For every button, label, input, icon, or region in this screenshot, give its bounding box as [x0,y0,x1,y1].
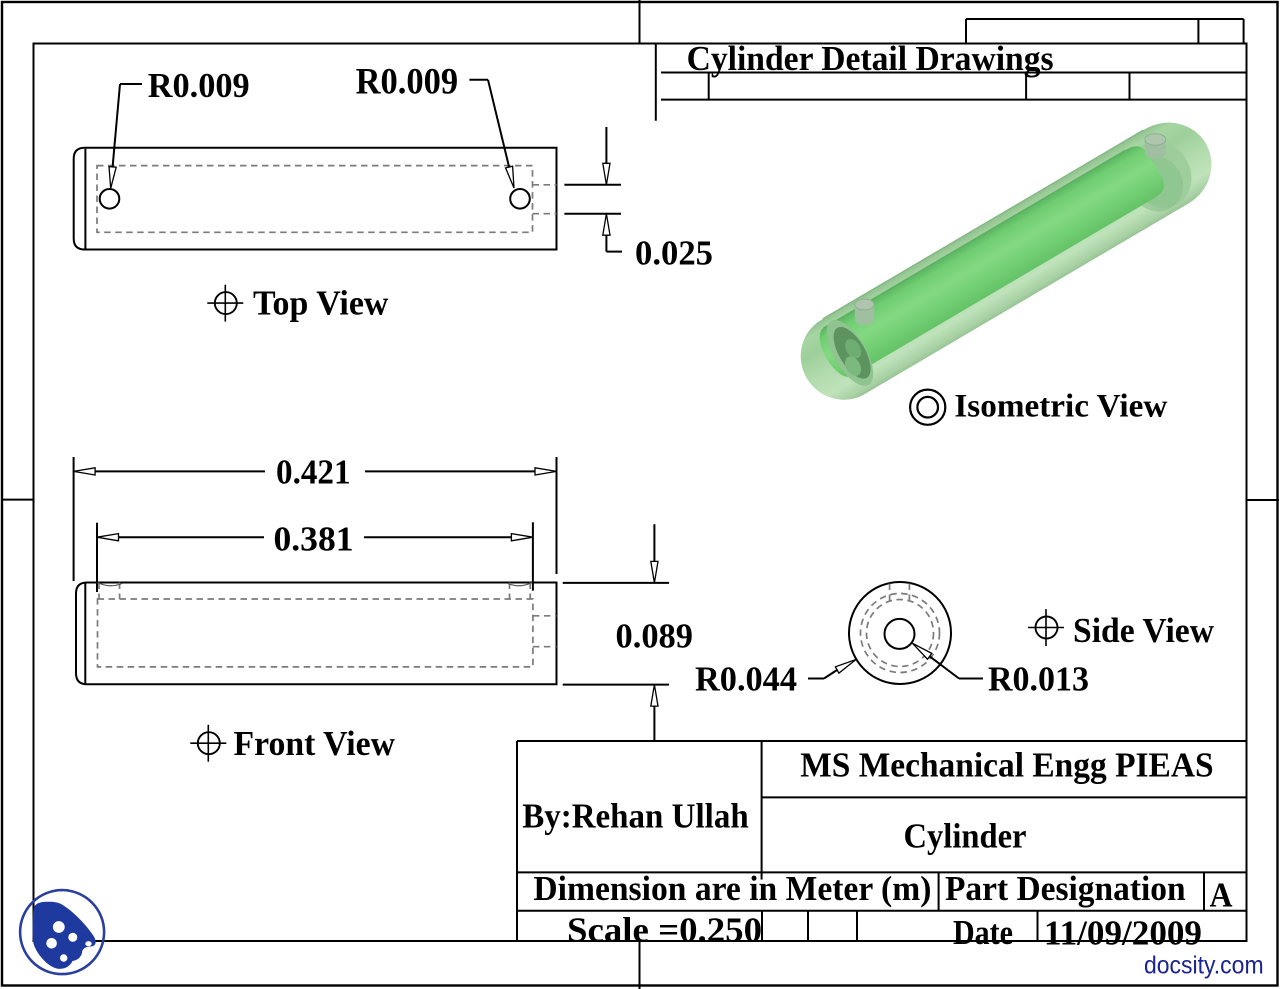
svg-text:Cylinder: Cylinder [904,817,1027,856]
svg-text:0.089: 0.089 [616,616,694,655]
svg-text:By:Rehan Ullah: By:Rehan Ullah [522,797,749,836]
svg-text:Date: Date [953,913,1013,952]
svg-text:11/09/2009: 11/09/2009 [1044,914,1202,953]
svg-text:R0.044: R0.044 [695,659,797,698]
svg-text:R0.009: R0.009 [356,61,459,102]
svg-text:docsity.com: docsity.com [1144,952,1264,980]
svg-text:0.025: 0.025 [635,233,713,272]
svg-text:Scale =0.250: Scale =0.250 [567,911,762,950]
svg-text:A: A [1210,876,1234,915]
svg-text:MS Mechanical Engg PIEAS: MS Mechanical Engg PIEAS [800,746,1213,785]
svg-text:Isometric View: Isometric View [954,388,1167,424]
svg-text:Part Designation: Part Designation [945,869,1186,908]
svg-text:Front View: Front View [234,724,396,763]
svg-text:0.421: 0.421 [276,452,351,491]
svg-text:R0.013: R0.013 [988,659,1089,698]
svg-text:Cylinder Detail Drawings: Cylinder Detail Drawings [687,39,1054,78]
svg-text:Top View: Top View [253,283,389,322]
svg-text:Side View: Side View [1073,611,1215,650]
svg-text:R0.009: R0.009 [148,66,250,105]
svg-text:Dimension are in Meter (m): Dimension are in Meter (m) [533,869,931,908]
svg-text:0.381: 0.381 [274,519,354,558]
